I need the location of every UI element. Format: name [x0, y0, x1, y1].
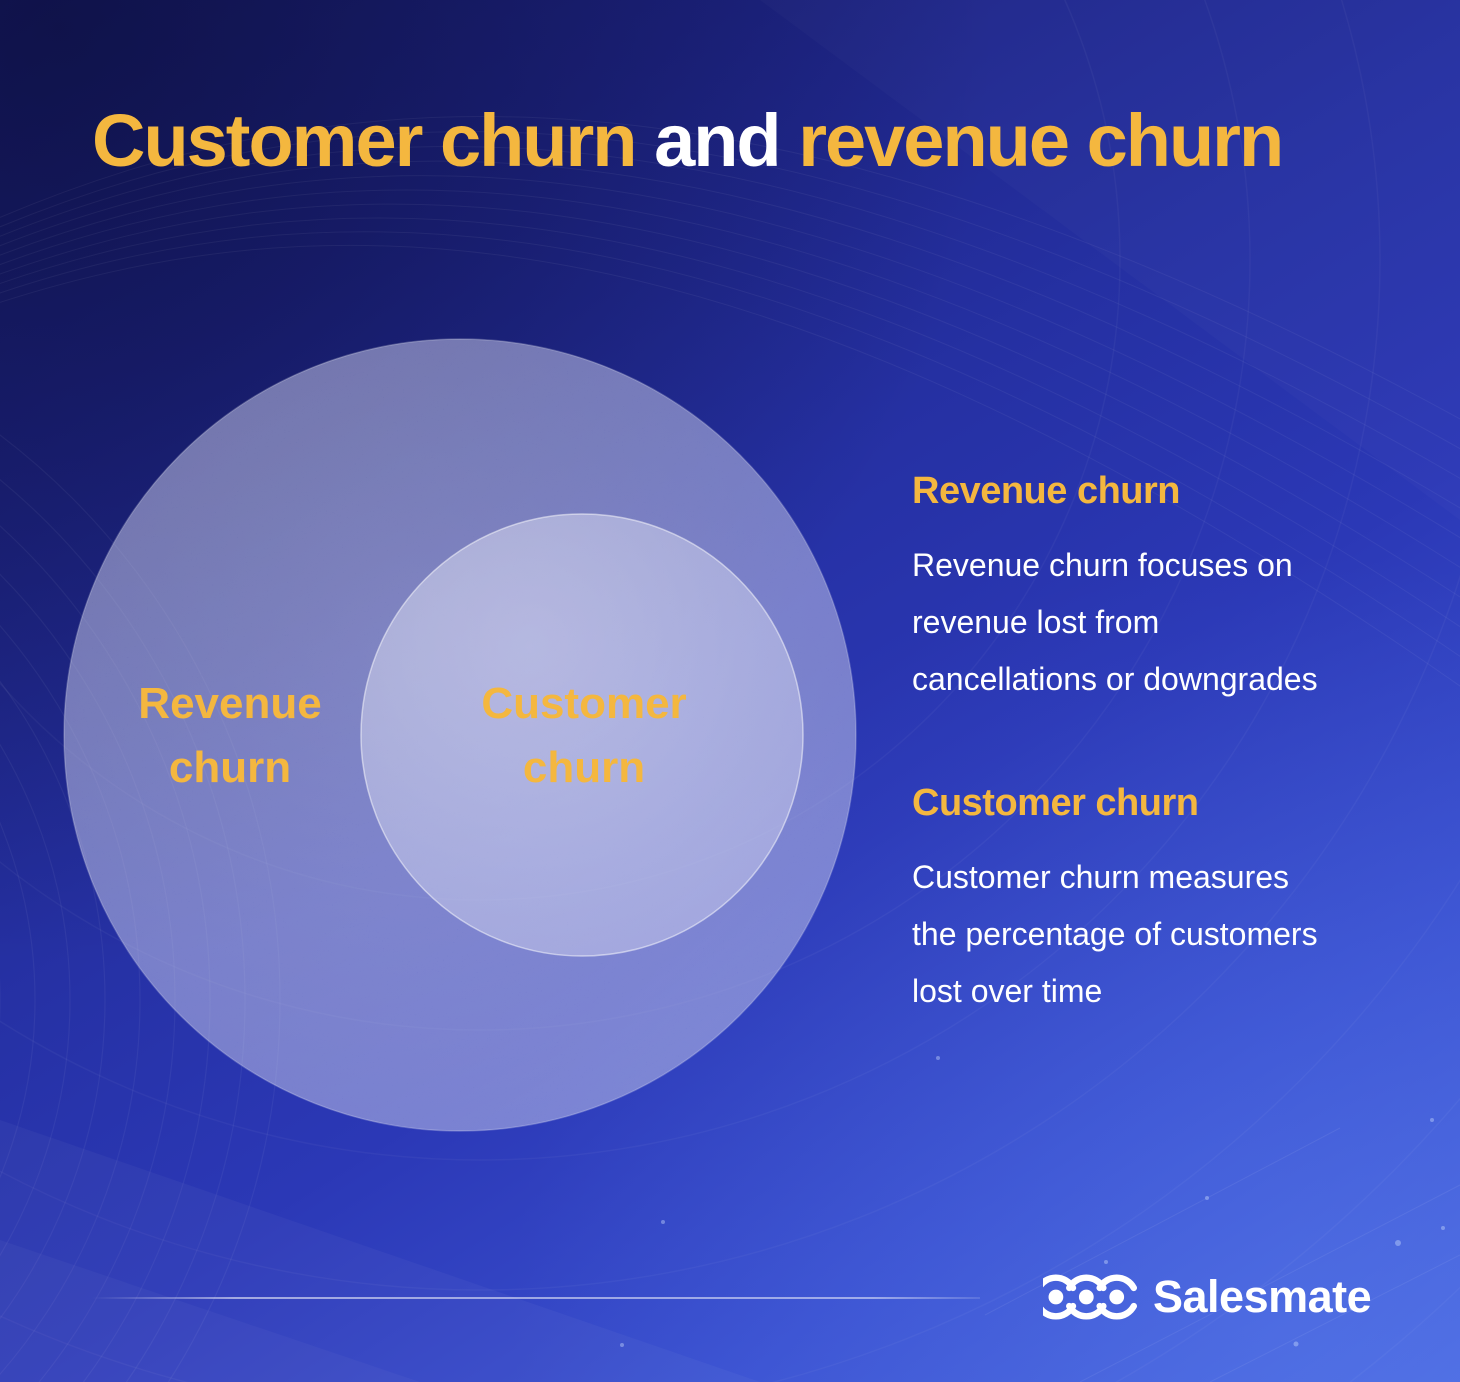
footer-divider-line [92, 1297, 980, 1299]
customer-churn-heading: Customer churn [912, 782, 1199, 824]
revenue-churn-line-2: revenue lost from [912, 604, 1160, 640]
customer-churn-line-1: Customer churn measures [912, 859, 1290, 895]
salesmate-brand: Salesmate [1043, 1271, 1372, 1322]
revenue-churn-line-1: Revenue churn focuses on [912, 547, 1293, 583]
section-revenue-churn: Revenue churn Revenue churn focuses on r… [912, 470, 1402, 708]
customer-churn-line-2: the percentage of customers [912, 916, 1318, 952]
salesmate-logo-icon [1043, 1274, 1137, 1320]
salesmate-brand-name: Salesmate [1153, 1271, 1372, 1322]
title-conjunction: and [654, 99, 782, 182]
revenue-churn-heading: Revenue churn [912, 470, 1181, 512]
section-customer-churn: Customer churn Customer churn measures t… [912, 782, 1402, 1020]
title-part-1: Customer churn [92, 99, 638, 182]
revenue-churn-line-3: cancellations or downgrades [912, 661, 1318, 697]
outer-circle-label: Revenue churn [138, 679, 322, 792]
page-title: Customer churn and revenue churn [92, 99, 1284, 182]
customer-churn-line-3: lost over time [912, 973, 1103, 1009]
ripple-rings-left [0, 434, 281, 1382]
title-part-2: revenue churn [798, 99, 1284, 182]
light-streaks [984, 1127, 1460, 1382]
inner-circle-label: Customer churn [481, 679, 687, 792]
